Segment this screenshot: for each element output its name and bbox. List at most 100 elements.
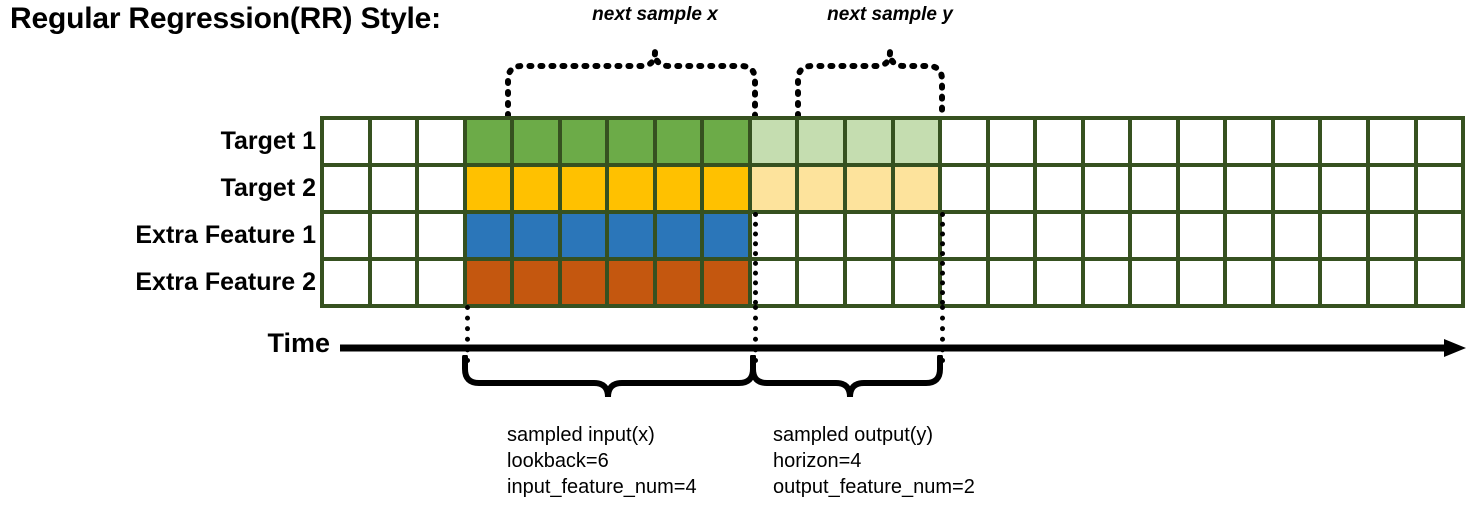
caption-sampled-input: sampled input(x) lookback=6 input_featur…	[507, 424, 697, 498]
grid-cell-blank	[1084, 120, 1129, 163]
grid-cell-blank	[989, 261, 1034, 304]
grid-row	[324, 167, 1462, 210]
grid-cell-blank	[1417, 261, 1462, 304]
grid-cell-blank	[1084, 167, 1129, 210]
grid-cell-horizon-empty	[894, 214, 939, 257]
grid-cell-blank	[1179, 261, 1224, 304]
brace-sampled-input	[462, 355, 756, 398]
grid-cell-blank	[1322, 120, 1367, 163]
grid-cell-horizon	[847, 120, 891, 163]
row-label-extra-feature-2: Extra Feature 2	[135, 268, 316, 296]
brace-sampled-output	[750, 355, 943, 398]
grid-cell-blank	[1084, 261, 1129, 304]
grid-cell-blank	[1227, 120, 1271, 163]
grid-cell-blank	[371, 261, 416, 304]
time-axis-arrow	[340, 339, 1466, 357]
grid-cell-blank	[1227, 261, 1271, 304]
grid-cell-blank	[1417, 167, 1462, 210]
grid-cell-horizon-empty	[847, 261, 891, 304]
grid-row	[324, 214, 1462, 257]
page-title: Regular Regression(RR) Style:	[10, 2, 441, 35]
guide-line-horizon-end	[940, 305, 945, 363]
guide-line-lookback-end	[753, 305, 758, 363]
grid-cell-blank	[1322, 167, 1367, 210]
grid-cell-lookback	[609, 120, 653, 163]
grid-cell-lookback	[561, 214, 606, 257]
grid-cell-blank	[419, 120, 463, 163]
grid-cell-blank	[1417, 214, 1462, 257]
row-label-target-2: Target 2	[220, 174, 316, 202]
grid-cell-blank	[1370, 214, 1414, 257]
grid-cell-horizon	[799, 167, 844, 210]
grid-cell-blank	[1417, 120, 1462, 163]
grid-cell-horizon	[799, 120, 844, 163]
grid-cell-lookback	[514, 214, 558, 257]
grid-cell-blank	[1179, 120, 1224, 163]
grid-cell-blank	[324, 214, 368, 257]
grid-cell-blank	[989, 167, 1034, 210]
timeline-grid	[320, 116, 1465, 308]
grid-row	[324, 120, 1462, 163]
grid-cell-horizon-empty	[751, 261, 796, 304]
grid-cell-lookback	[561, 120, 606, 163]
grid-cell-blank	[1274, 167, 1319, 210]
grid-cell-lookback	[466, 261, 511, 304]
grid-cell-blank	[1274, 261, 1319, 304]
row-label-target-1: Target 1	[220, 127, 316, 155]
grid-cell-lookback	[561, 261, 606, 304]
grid-cell-blank	[942, 120, 986, 163]
grid-cell-horizon-empty	[799, 214, 844, 257]
grid-cell-blank	[1227, 214, 1271, 257]
grid-cell-lookback	[656, 261, 701, 304]
grid-cell-blank	[1132, 261, 1176, 304]
grid-cell-lookback	[466, 120, 511, 163]
grid-cell-lookback	[609, 214, 653, 257]
grid-cell-lookback	[514, 120, 558, 163]
grid-cell-blank	[942, 261, 986, 304]
grid-cell-horizon	[751, 167, 796, 210]
row-label-extra-feature-1: Extra Feature 1	[135, 221, 316, 249]
grid-cell-blank	[1370, 261, 1414, 304]
grid-cell-horizon	[894, 167, 939, 210]
brace-next-sample-x	[505, 51, 758, 119]
grid-cell-lookback	[704, 120, 748, 163]
grid-cell-lookback	[466, 167, 511, 210]
grid-cell-blank	[1037, 261, 1081, 304]
grid-cell-lookback	[514, 261, 558, 304]
grid-cell-horizon-empty	[799, 261, 844, 304]
grid-cell-blank	[419, 214, 463, 257]
grid-cell-blank	[1132, 120, 1176, 163]
guide-line-lookback-start	[465, 305, 470, 363]
guide-line-feature-cutoff-left	[753, 212, 758, 305]
grid-cell-blank	[989, 120, 1034, 163]
grid-cell-blank	[1179, 214, 1224, 257]
grid-cell-lookback	[656, 214, 701, 257]
caption-sampled-output: sampled output(y) horizon=4 output_featu…	[773, 424, 975, 498]
grid-cell-blank	[419, 167, 463, 210]
grid-cell-lookback	[609, 167, 653, 210]
grid-cell-blank	[1037, 167, 1081, 210]
grid-cell-horizon	[847, 167, 891, 210]
grid-cell-blank	[324, 167, 368, 210]
grid-cell-horizon	[894, 120, 939, 163]
grid-cell-lookback	[704, 214, 748, 257]
grid-cell-lookback	[656, 167, 701, 210]
grid-cell-blank	[324, 120, 368, 163]
guide-line-feature-cutoff-right	[940, 212, 945, 305]
grid-cell-blank	[1370, 120, 1414, 163]
grid-cell-blank	[1037, 120, 1081, 163]
grid-cell-horizon-empty	[751, 214, 796, 257]
grid-cell-lookback	[561, 167, 606, 210]
grid-cell-blank	[1179, 167, 1224, 210]
grid-cell-blank	[989, 214, 1034, 257]
grid-cell-blank	[1274, 214, 1319, 257]
grid-cell-horizon-empty	[894, 261, 939, 304]
grid-cell-blank	[1037, 214, 1081, 257]
grid-cell-blank	[1322, 214, 1367, 257]
time-axis-label: Time	[267, 328, 330, 358]
grid-cell-blank	[1322, 261, 1367, 304]
grid-cell-lookback	[656, 120, 701, 163]
grid-cell-lookback	[609, 261, 653, 304]
grid-cell-blank	[1274, 120, 1319, 163]
